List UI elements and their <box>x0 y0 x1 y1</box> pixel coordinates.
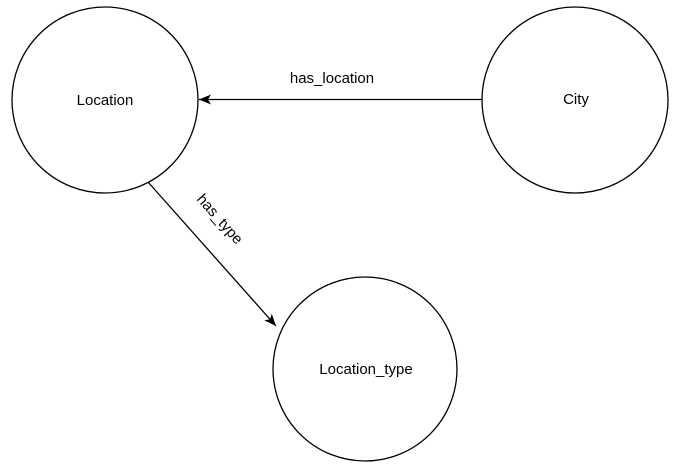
edge-has-type-line[interactable] <box>147 181 277 327</box>
edge-has-location: has_location <box>199 70 482 105</box>
node-location-type: Location_type <box>272 276 458 462</box>
edge-has-type: has_type <box>147 181 277 327</box>
node-city: City <box>481 6 669 194</box>
edge-has-type-label: has_type <box>193 191 246 248</box>
edge-has-location-label: has_location <box>290 70 374 87</box>
node-location-shape[interactable] <box>11 6 199 194</box>
node-location: Location <box>11 6 199 194</box>
node-location-label: Location <box>77 92 134 109</box>
node-city-label: City <box>563 91 589 108</box>
node-location-type-shape[interactable] <box>272 276 458 462</box>
node-city-shape[interactable] <box>481 6 669 194</box>
node-location-type-label: Location_type <box>319 361 412 378</box>
